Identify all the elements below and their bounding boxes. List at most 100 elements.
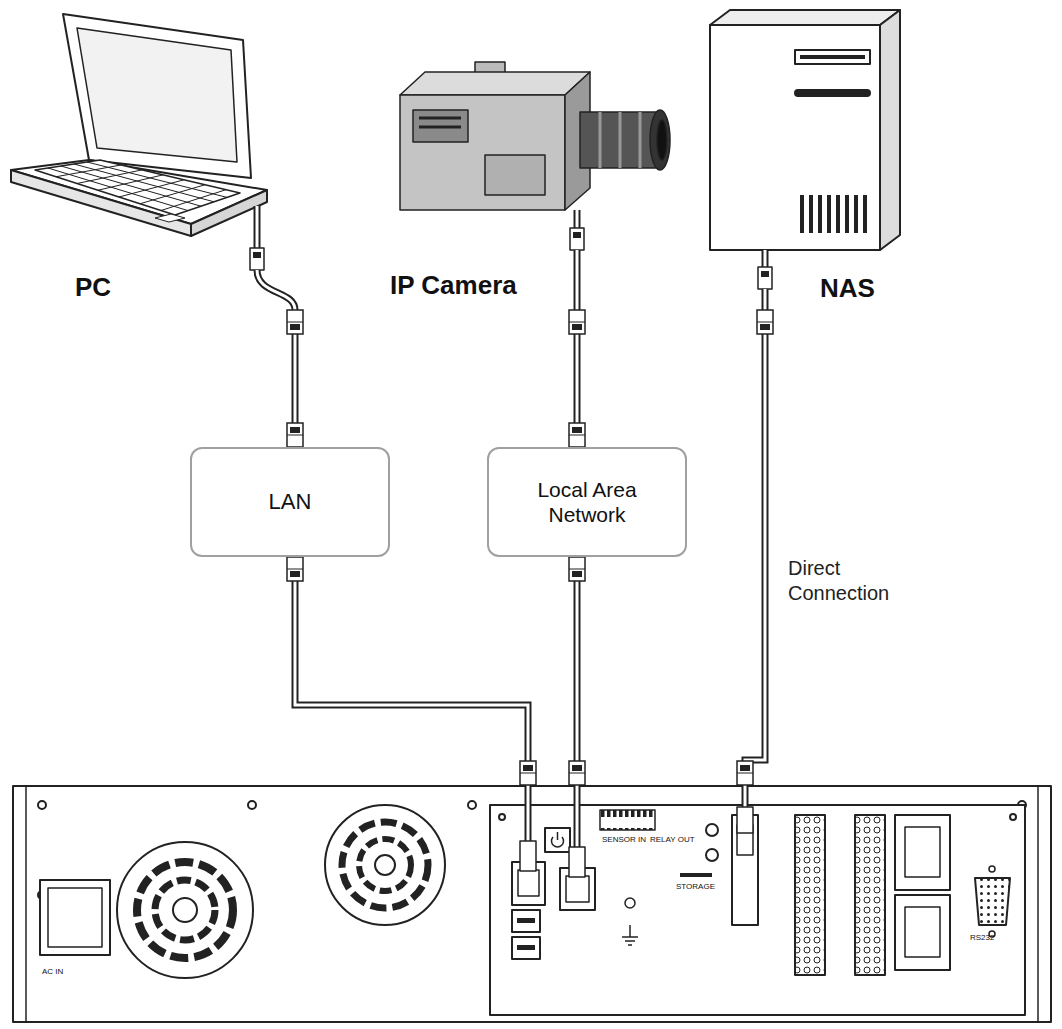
drawing-part bbox=[762, 289, 769, 310]
drawing-part bbox=[625, 898, 635, 908]
drawing-part bbox=[845, 195, 849, 233]
drawing-part bbox=[35, 160, 240, 215]
drawing-part bbox=[413, 110, 468, 142]
nvr-rear-panel bbox=[13, 785, 1051, 1022]
drawing-part bbox=[574, 210, 581, 228]
rj45-plug bbox=[740, 765, 750, 771]
rj45-plug bbox=[757, 310, 773, 334]
device-label: PC bbox=[75, 272, 111, 303]
network-cable bbox=[737, 310, 773, 785]
drawing-part bbox=[863, 195, 867, 233]
drawing-part bbox=[256, 206, 259, 248]
network-cable bbox=[287, 310, 303, 447]
drawing-part bbox=[419, 126, 461, 129]
rj45-plug bbox=[287, 310, 303, 334]
port-label: RS232 bbox=[970, 933, 994, 943]
drawing-part bbox=[485, 155, 545, 195]
drawing-part bbox=[599, 112, 602, 168]
drawing-part bbox=[629, 925, 631, 937]
rj45-plug bbox=[290, 427, 300, 433]
drawing-part bbox=[905, 907, 940, 957]
drawing-part bbox=[254, 206, 261, 248]
drawing-part bbox=[173, 898, 197, 922]
port-label: STORAGE bbox=[676, 882, 715, 892]
drawing-part bbox=[400, 72, 590, 95]
rj45-plug bbox=[290, 324, 300, 330]
rj45-plug bbox=[520, 761, 536, 785]
drawing-part bbox=[1010, 814, 1016, 820]
rj45-plug bbox=[287, 569, 303, 570]
drawing-part bbox=[250, 248, 264, 270]
drawing-part bbox=[706, 824, 718, 836]
drawing-part bbox=[155, 880, 215, 940]
drawing-part bbox=[905, 827, 940, 877]
drawing-part bbox=[800, 55, 865, 59]
drawing-part bbox=[802, 195, 865, 233]
rj45-plug bbox=[572, 765, 582, 771]
drawing-part bbox=[818, 195, 822, 233]
drawing-part bbox=[375, 855, 395, 875]
drawing-part bbox=[512, 937, 540, 959]
drawing-part bbox=[650, 110, 670, 170]
drawing-part bbox=[576, 785, 579, 847]
drawing-part bbox=[680, 873, 712, 877]
device-label: NAS bbox=[820, 273, 875, 304]
rj45-plug bbox=[737, 761, 753, 785]
drawing-part bbox=[836, 195, 840, 233]
drawing-part bbox=[710, 10, 900, 25]
drawing-part bbox=[764, 289, 767, 310]
nvr-device: AC INSENSOR INRELAY OUTSTORAGERS232 bbox=[12, 785, 1052, 1025]
drawing-part bbox=[895, 815, 950, 890]
drawing-part bbox=[569, 847, 585, 877]
drawing-part bbox=[25, 786, 27, 1022]
drawing-part bbox=[576, 250, 579, 310]
drawing-part bbox=[574, 785, 581, 847]
drawing-part bbox=[512, 910, 540, 932]
rj45-plug bbox=[569, 773, 585, 774]
drawing-part bbox=[827, 195, 831, 233]
drawing-part bbox=[40, 880, 110, 955]
rj45-plug bbox=[287, 435, 303, 436]
rj45-plug bbox=[760, 324, 770, 330]
drawing-part bbox=[566, 876, 589, 902]
cable-part bbox=[295, 557, 528, 785]
drawing-part bbox=[517, 918, 535, 923]
drawing-part bbox=[359, 839, 411, 891]
drawing-part bbox=[895, 895, 950, 970]
network-box: Local Area Network bbox=[487, 447, 687, 557]
drawing-part bbox=[419, 117, 461, 120]
rj45-plug bbox=[569, 310, 585, 334]
drawing-part bbox=[517, 945, 535, 950]
drawing-part bbox=[854, 195, 858, 233]
drawing-part bbox=[758, 267, 772, 289]
drawing-part bbox=[573, 232, 581, 238]
drawing-part bbox=[795, 90, 870, 96]
cable-part bbox=[295, 557, 528, 785]
drawing-part bbox=[622, 936, 638, 938]
drawing-part bbox=[619, 112, 622, 168]
drawing-part bbox=[795, 50, 870, 64]
nas-figure: NAS bbox=[700, 5, 915, 310]
drawing-part bbox=[56, 165, 121, 177]
network-cable bbox=[569, 557, 585, 785]
drawing-part bbox=[257, 270, 295, 310]
port-label: RELAY OUT bbox=[650, 835, 695, 845]
rj45-plug bbox=[572, 427, 582, 433]
drawing-part bbox=[119, 180, 184, 197]
drawing-part bbox=[1037, 786, 1039, 1022]
network-cable bbox=[287, 557, 536, 785]
drawing-part bbox=[490, 805, 1025, 1015]
drawing-part bbox=[257, 270, 295, 310]
drawing-part bbox=[737, 807, 753, 833]
drawing-part bbox=[576, 210, 579, 228]
camera-figure: IP Camera bbox=[385, 60, 675, 310]
device-label: IP Camera bbox=[390, 270, 517, 301]
drawing-part bbox=[342, 822, 428, 908]
cable-part bbox=[745, 310, 765, 785]
nas-drawing bbox=[710, 10, 900, 310]
drawing-part bbox=[570, 228, 584, 250]
drawing-part bbox=[527, 785, 530, 841]
rj45-plug bbox=[572, 324, 582, 330]
drawing-part bbox=[764, 250, 767, 267]
drawing-part bbox=[855, 815, 885, 975]
